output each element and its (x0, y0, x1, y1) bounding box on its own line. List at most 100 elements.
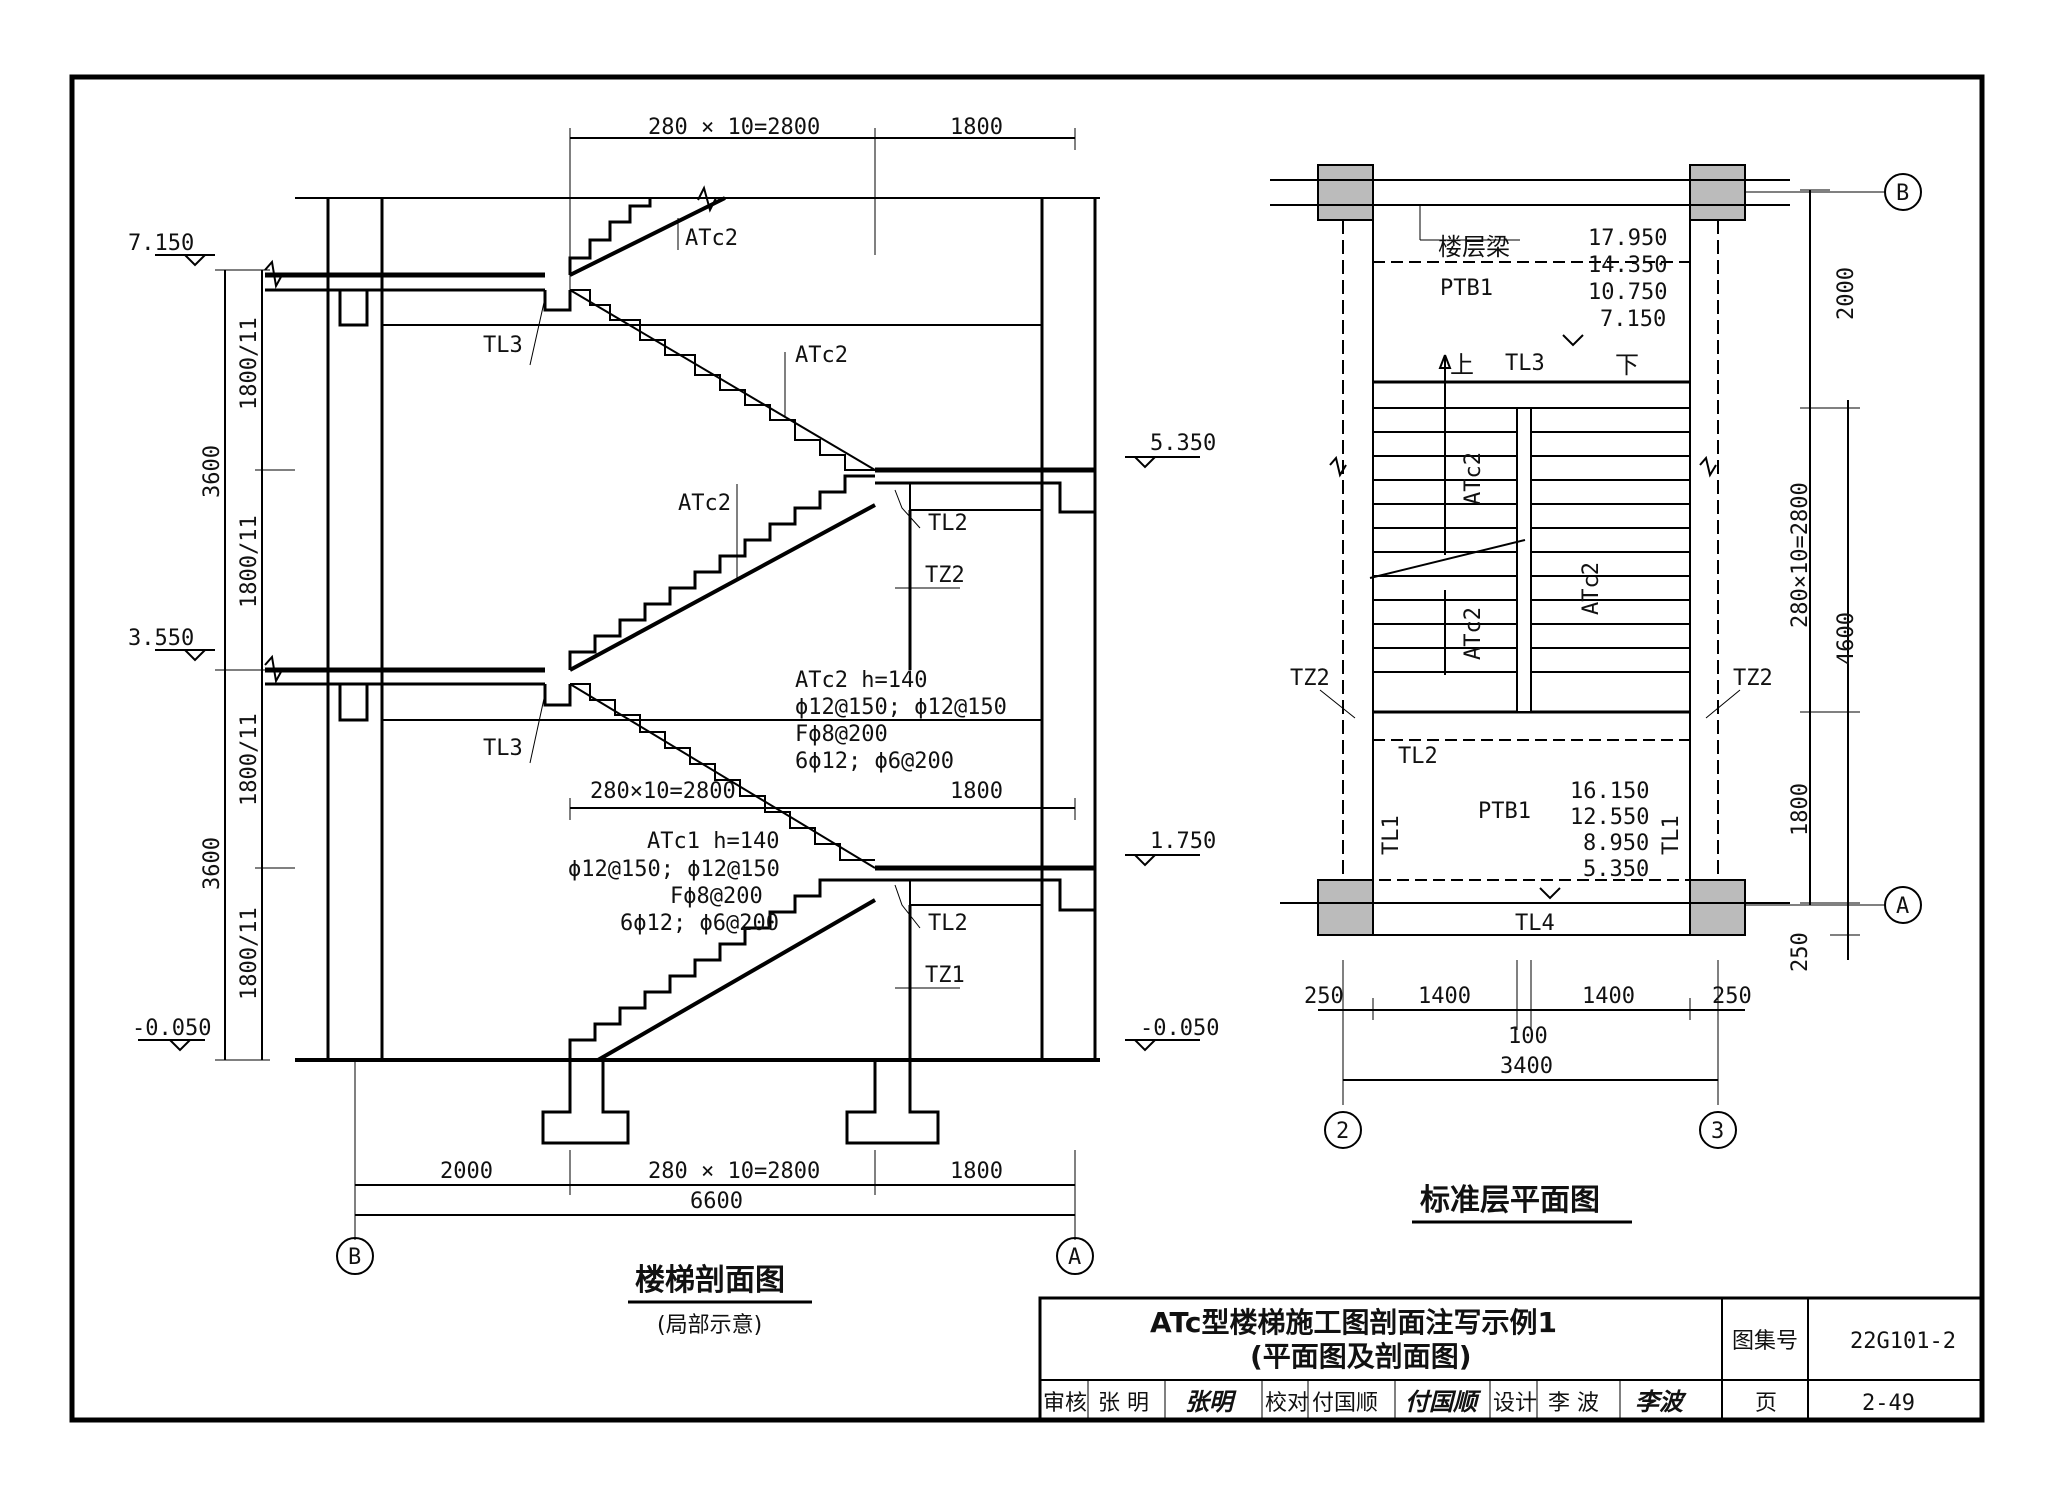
title-block-page-no: 2-49 (1862, 1391, 1915, 1416)
stair-section-drawing (138, 128, 1200, 1275)
note-atc2-line4: 6ϕ12; ϕ6@200 (795, 749, 954, 774)
plan-up-label: 上 (1450, 351, 1474, 379)
title-block-reviewer-signature: 张明 (1185, 1387, 1237, 1416)
left-dim-6: 1800/11 (237, 907, 262, 1000)
title-block-title-line1: ATc型楼梯施工图剖面注写示例1 (1150, 1306, 1557, 1339)
plan-axis-3: 3 (1711, 1119, 1724, 1144)
left-dim-4: 1800/11 (237, 713, 262, 806)
dim-mid-1800: 1800 (950, 779, 1003, 804)
sheet-border (69, 74, 1985, 1423)
left-dim-2: 3600 (200, 445, 225, 498)
plan-dim-right-250: 250 (1788, 932, 1813, 972)
plan-atc2-a: ATc2 (1461, 452, 1486, 505)
left-dim-3: 1800/11 (237, 515, 262, 608)
dim-bottom-2000: 2000 (440, 1159, 493, 1184)
plan-dim-total-3400: 3400 (1500, 1054, 1553, 1079)
level-minus0050-right: -0.050 (1140, 1016, 1219, 1041)
dim-mid-2800: 280×10=2800 (590, 779, 736, 804)
title-block-designer: 李 波 (1548, 1391, 1599, 1416)
plan-axis-a: A (1896, 894, 1909, 919)
axis-label-b-section: B (348, 1245, 361, 1270)
plan-dim-bottom-250-right: 250 (1712, 984, 1752, 1009)
plan-atc2-c: ATc2 (1461, 607, 1486, 660)
plan-elev-bottom-2: 12.550 (1570, 805, 1649, 830)
title-block-reviewer: 张 明 (1098, 1391, 1149, 1416)
plan-axis-b: B (1896, 181, 1909, 206)
plan-elev-bottom-1: 16.150 (1570, 779, 1649, 804)
label-tl2-upper: TL2 (928, 511, 968, 536)
plan-tz2-left: TZ2 (1290, 666, 1330, 691)
section-subtitle: (局部示意) (657, 1313, 762, 1338)
plan-elev-top-2: 14.350 (1588, 253, 1667, 278)
note-atc1-line1: ATc1 h=140 (647, 829, 779, 854)
plan-elev-top-1: 17.950 (1588, 226, 1667, 251)
plan-tl2: TL2 (1398, 744, 1438, 769)
title-block-checker-signature: 付国顺 (1405, 1387, 1482, 1416)
left-dim-5: 3600 (200, 837, 225, 890)
label-atc2-top: ATc2 (685, 226, 738, 251)
title-block-design-label: 设计 (1493, 1391, 1537, 1416)
plan-dim-right-1800: 1800 (1788, 783, 1813, 836)
dim-bottom-2800: 280 × 10=2800 (648, 1159, 820, 1184)
plan-floor-beam-label: 楼层梁 (1438, 233, 1510, 261)
plan-tl1-right: TL1 (1659, 815, 1684, 855)
plan-atc2-b: ATc2 (1579, 562, 1604, 615)
dim-top-2800: 280 × 10=2800 (648, 115, 820, 140)
label-tl3-lower: TL3 (483, 736, 523, 761)
title-block-designer-signature: 李波 (1635, 1387, 1687, 1416)
standard-floor-plan (1270, 164, 1922, 1149)
label-atc2-mid1: ATc2 (795, 343, 848, 368)
note-atc2-line3: Fϕ8@200 (795, 722, 888, 747)
plan-elev-top-3: 10.750 (1588, 280, 1667, 305)
label-tz1: TZ1 (925, 963, 965, 988)
level-minus0050-left: -0.050 (132, 1016, 211, 1041)
plan-ptb-top: PTB1 (1440, 276, 1493, 301)
title-block-check-label: 校对 (1265, 1391, 1309, 1416)
section-title: 楼梯剖面图 (635, 1263, 785, 1298)
plan-elev-bottom-4: 5.350 (1583, 857, 1649, 882)
dim-top-1800: 1800 (950, 115, 1003, 140)
dim-total-6600: 6600 (690, 1189, 743, 1214)
plan-ptb-bottom: PTB1 (1478, 799, 1531, 824)
plan-dim-bottom-250-left: 250 (1304, 984, 1344, 1009)
level-5350: 5.350 (1150, 431, 1216, 456)
plan-tz2-right: TZ2 (1733, 666, 1773, 691)
note-atc1-line4: 6ϕ12; ϕ6@200 (620, 911, 779, 936)
level-1750: 1.750 (1150, 829, 1216, 854)
title-block-atlas-label: 图集号 (1732, 1329, 1798, 1354)
left-dim-1: 1800/11 (237, 317, 262, 410)
title-block-atlas-no: 22G101-2 (1850, 1329, 1956, 1354)
title-block-checker: 付国顺 (1312, 1391, 1378, 1416)
plan-dim-right-4600: 4600 (1834, 612, 1859, 665)
note-atc1-line3: Fϕ8@200 (670, 884, 763, 909)
plan-dim-gap-100: 100 (1508, 1024, 1548, 1049)
label-tl3-upper: TL3 (483, 333, 523, 358)
label-atc2-mid2: ATc2 (678, 491, 731, 516)
title-block-title-line2: (平面图及剖面图) (1250, 1340, 1472, 1373)
axis-label-a-section: A (1068, 1245, 1081, 1270)
plan-elev-top-4: 7.150 (1600, 307, 1666, 332)
plan-axis-2: 2 (1336, 1119, 1349, 1144)
plan-dim-bottom-1400-left: 1400 (1418, 984, 1471, 1009)
title-block (1038, 1296, 1984, 1422)
label-tl2-lower: TL2 (928, 911, 968, 936)
plan-tl4: TL4 (1515, 911, 1555, 936)
plan-title: 标准层平面图 (1420, 1183, 1600, 1218)
note-atc2-line2: ϕ12@150; ϕ12@150 (795, 695, 1007, 720)
level-7150: 7.150 (128, 231, 194, 256)
plan-tl3: TL3 (1505, 351, 1545, 376)
label-tz2: TZ2 (925, 563, 965, 588)
plan-dim-right-2800: 280×10=2800 (1788, 482, 1813, 628)
title-block-page-label: 页 (1755, 1391, 1777, 1416)
plan-elev-bottom-3: 8.950 (1583, 831, 1649, 856)
dim-bottom-1800: 1800 (950, 1159, 1003, 1184)
plan-dim-bottom-1400-right: 1400 (1582, 984, 1635, 1009)
plan-tl1-left: TL1 (1379, 815, 1404, 855)
note-atc1-line2: ϕ12@150; ϕ12@150 (568, 857, 780, 882)
level-3550: 3.550 (128, 626, 194, 651)
plan-dim-right-2000: 2000 (1834, 267, 1859, 320)
note-atc2-line1: ATc2 h=140 (795, 668, 927, 693)
plan-down-label: 下 (1615, 351, 1639, 379)
title-block-review-label: 审核 (1043, 1391, 1087, 1416)
